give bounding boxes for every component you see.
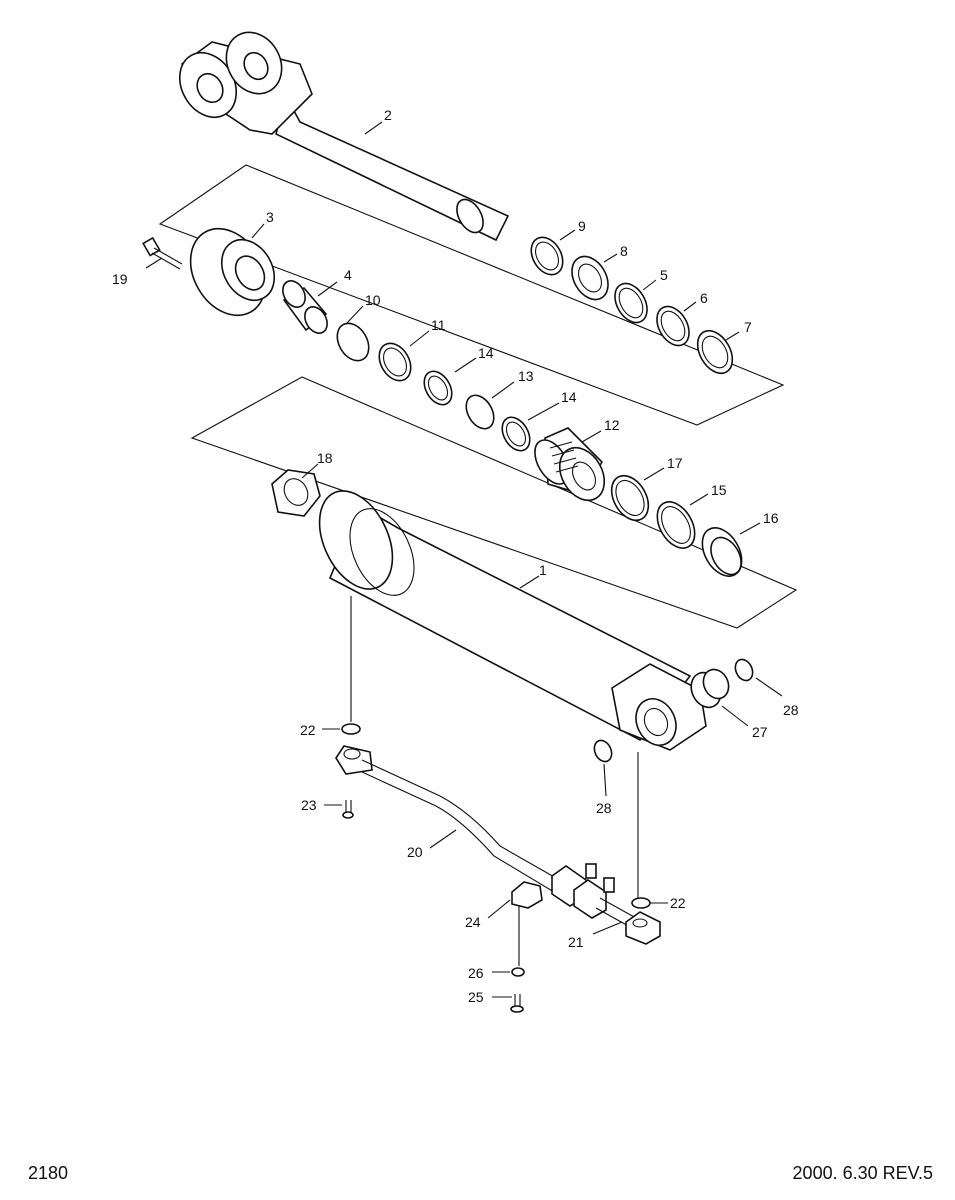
o-ring-10 <box>336 322 370 362</box>
ring-28-lower <box>593 739 613 763</box>
dust-ring-16 <box>701 527 743 577</box>
label-21: 21 <box>568 934 584 950</box>
seal-17-inner <box>615 479 645 517</box>
o-ring-13 <box>465 394 495 430</box>
seal-7 <box>696 329 734 375</box>
upper-group-outline <box>158 164 785 426</box>
wear-ring-15 <box>656 501 696 549</box>
lower-group-outline <box>190 376 798 629</box>
label-11: 11 <box>431 317 446 333</box>
lock-nut <box>271 469 321 517</box>
label-28-right: 28 <box>783 702 799 718</box>
label-7: 7 <box>744 319 752 335</box>
label-14-upper: 14 <box>478 345 494 361</box>
backup-ring-11-inner <box>382 347 408 377</box>
wear-ring-15-inner <box>661 506 691 544</box>
o-ring-22-upper <box>341 723 361 735</box>
label-8: 8 <box>620 243 628 259</box>
label-1: 1 <box>539 562 547 578</box>
revision-info: 2000. 6.30 REV.5 <box>792 1163 933 1183</box>
ring-28-right <box>734 658 754 682</box>
ring-14-lower <box>501 416 531 452</box>
wiper-8-inner <box>577 263 603 293</box>
label-23: 23 <box>301 797 317 813</box>
label-20: 20 <box>407 844 423 860</box>
ring-6-inner <box>660 310 686 342</box>
label-14-lower: 14 <box>561 389 577 405</box>
pipe-21 <box>573 863 661 945</box>
label-10: 10 <box>365 292 381 308</box>
label-16: 16 <box>763 510 779 526</box>
page-number: 2180 <box>28 1163 69 1183</box>
ring-6 <box>656 305 690 347</box>
label-19: 19 <box>112 271 128 287</box>
bolt <box>142 236 183 270</box>
ring-14-upper <box>423 370 453 406</box>
label-18: 18 <box>317 450 333 466</box>
label-22-lower: 22 <box>670 895 686 911</box>
bushing <box>282 280 328 334</box>
piston-rod <box>178 31 510 242</box>
seal-ring-9-inner <box>534 241 560 271</box>
label-27: 27 <box>752 724 768 740</box>
label-5: 5 <box>660 267 668 283</box>
label-3: 3 <box>266 209 274 225</box>
ring-14-lower-inner <box>505 421 527 447</box>
backup-ring-11 <box>378 342 412 382</box>
label-2: 2 <box>384 107 392 123</box>
label-17: 17 <box>667 455 683 471</box>
label-9: 9 <box>578 218 586 234</box>
bolt-25 <box>510 994 524 1013</box>
seal-ring-9 <box>530 236 564 276</box>
label-13: 13 <box>518 368 534 384</box>
bolt-23 <box>342 800 354 819</box>
label-28-lower: 28 <box>596 800 612 816</box>
washer-26 <box>511 967 525 977</box>
wiper-8 <box>571 255 609 301</box>
leader-lines <box>145 121 783 998</box>
cylinder-tube <box>318 490 707 751</box>
o-ring-22-lower <box>631 897 651 909</box>
label-26: 26 <box>468 965 484 981</box>
label-4: 4 <box>344 267 352 283</box>
piston <box>534 427 606 502</box>
seal-5 <box>614 282 648 324</box>
label-22-upper: 22 <box>300 722 316 738</box>
label-25: 25 <box>468 989 484 1005</box>
label-24: 24 <box>465 914 481 930</box>
seal-5-inner <box>618 287 644 319</box>
ring-14-upper-inner <box>427 375 449 401</box>
pin-bushing-27 <box>690 668 730 709</box>
rod-cover <box>189 227 276 317</box>
label-6: 6 <box>700 290 708 306</box>
clamp <box>511 881 543 909</box>
label-12: 12 <box>604 417 620 433</box>
pipe <box>335 745 587 907</box>
seal-17 <box>610 474 650 522</box>
label-15: 15 <box>711 482 727 498</box>
seal-7-inner <box>701 335 729 369</box>
